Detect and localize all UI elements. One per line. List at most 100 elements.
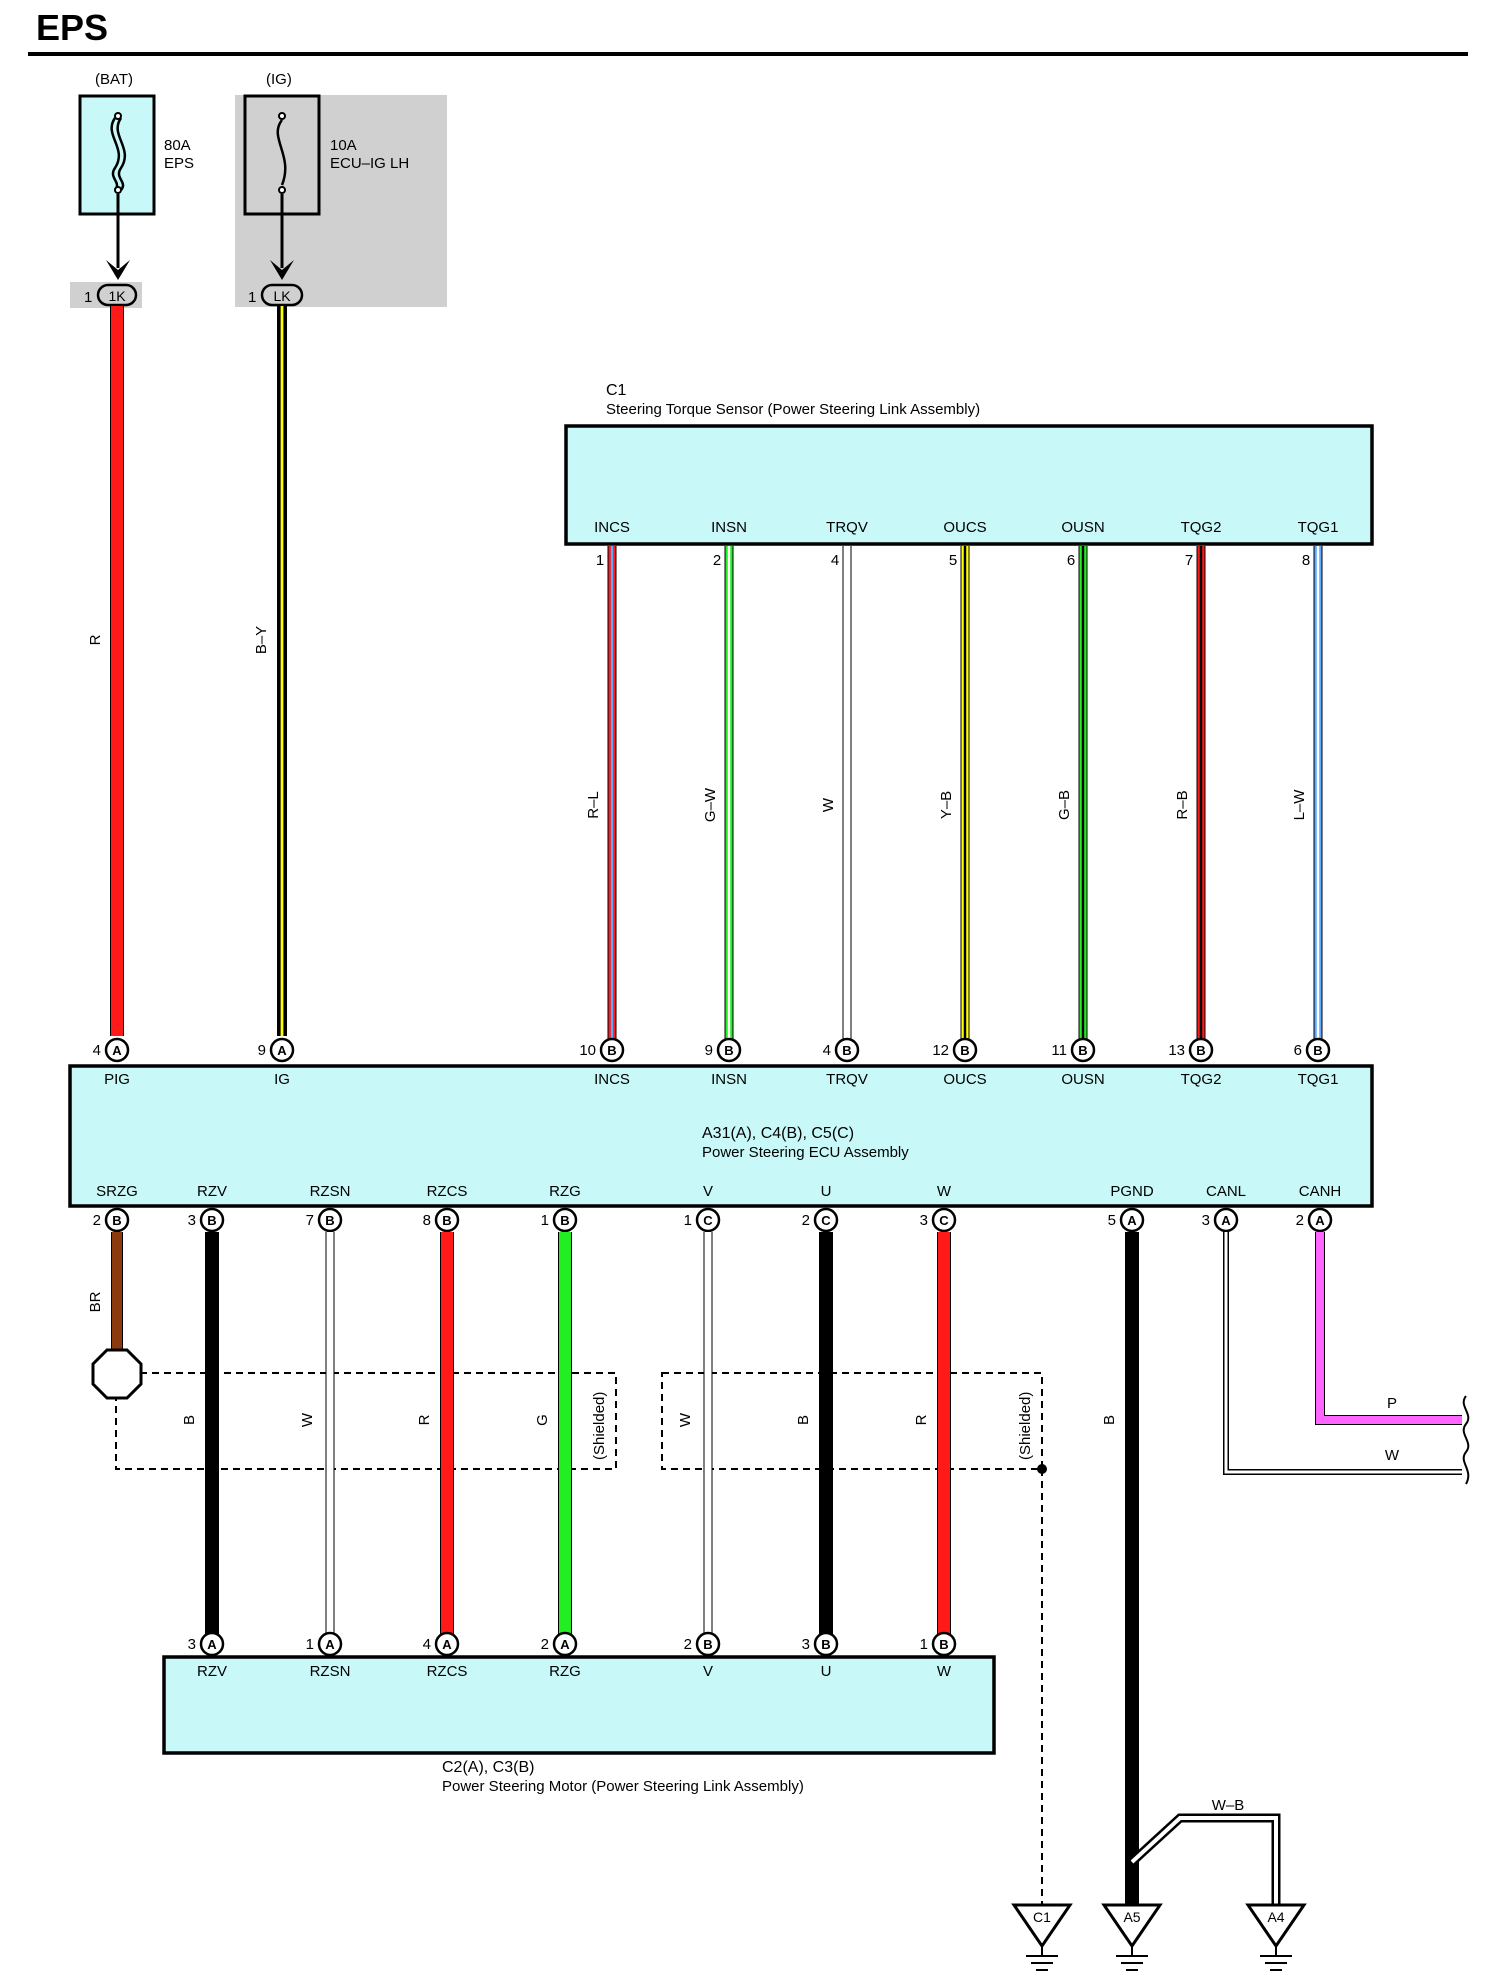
torque-sensor-code: C1: [606, 382, 627, 399]
motor-wire-label: G: [534, 1414, 551, 1426]
ig-fuse-pin-top: [278, 112, 286, 120]
ecu-box: [68, 1064, 1374, 1208]
ecu-bottom-terminal-pin: 1: [684, 1212, 692, 1229]
motor-terminal-conn: B: [939, 1637, 948, 1652]
ig-connector: [260, 283, 304, 307]
ecu-top-terminal-circle: [269, 1037, 295, 1063]
ecu-top-terminal-pin: 4: [93, 1042, 101, 1059]
motor-terminal-conn: A: [442, 1637, 452, 1652]
ig-fuse-rating: 10A: [330, 137, 357, 154]
ecu-top-terminal-conn: B: [1313, 1043, 1322, 1058]
motor-terminal-pin: 3: [188, 1636, 196, 1653]
motor-terminal-conn: A: [207, 1637, 217, 1652]
ecu-bottom-terminal-pin: 2: [802, 1212, 810, 1229]
ecu-bottom-terminal-conn: A: [1127, 1213, 1137, 1228]
ecu-bottom-terminal-circle: [434, 1207, 460, 1233]
bat-connector-pin: 1: [84, 289, 92, 306]
ig-connector-pin: 1: [248, 289, 256, 306]
ecu-bottom-label: CANH: [1299, 1183, 1342, 1200]
motor-terminal-circle: [552, 1631, 578, 1657]
ecu-bottom-terminal-conn: A: [1221, 1213, 1231, 1228]
ecu-bottom-terminal-conn: B: [112, 1213, 121, 1228]
ecu-bottom-terminal-circle: [552, 1207, 578, 1233]
ecu-top-terminal-pin: 13: [1168, 1042, 1185, 1059]
ecu-top-terminal-conn: B: [607, 1043, 616, 1058]
motor-terminal-label: RZSN: [310, 1663, 351, 1680]
sensor-terminal-label: INSN: [711, 519, 747, 536]
ecu-bottom-label: V: [703, 1183, 713, 1200]
ecu-top-terminal-conn: B: [1196, 1043, 1205, 1058]
motor-wire-label: R: [913, 1414, 930, 1425]
ecu-bottom-label: RZCS: [427, 1183, 468, 1200]
ecu-top-terminal-circle: [104, 1037, 130, 1063]
ecu-bottom-label: CANL: [1206, 1183, 1246, 1200]
ground-link-core: [1130, 1816, 1278, 1905]
sensor-wire-label: W: [820, 797, 837, 812]
canh-wire-outline: [1315, 1232, 1462, 1425]
sensor-wire-label: G–W: [702, 787, 719, 822]
ecu-bottom-terminal-pin: 3: [1202, 1212, 1210, 1229]
ecu-bottom-terminal-pin: 7: [306, 1212, 314, 1229]
motor-terminal-circle: [695, 1631, 721, 1657]
torque-sensor-name: Steering Torque Sensor (Power Steering L…: [606, 401, 980, 418]
ecu-bottom-terminal-pin: 1: [541, 1212, 549, 1229]
sensor-terminal-pin: 1: [596, 552, 604, 569]
pgnd-wire-label: B: [1101, 1415, 1118, 1425]
ecu-top-terminal-conn: A: [277, 1043, 287, 1058]
sensor-terminal-label: OUSN: [1061, 519, 1104, 536]
ground-code: A5: [1123, 1909, 1140, 1925]
ecu-bottom-terminal-conn: B: [560, 1213, 569, 1228]
ecu-bottom-terminal-pin: 8: [423, 1212, 431, 1229]
ecu-bottom-terminal-pin: 2: [93, 1212, 101, 1229]
motor-terminal-label: W: [937, 1663, 952, 1680]
ecu-top-terminal-circle: [1188, 1037, 1214, 1063]
ecu-bottom-terminal-circle: [1213, 1207, 1239, 1233]
srzg-wiring: BR: [87, 1232, 143, 1400]
ecu-bottom-terminal-conn: C: [939, 1213, 949, 1228]
ecu-top-label: INCS: [594, 1071, 630, 1088]
canh-wire-label: P: [1387, 1395, 1397, 1412]
ecu-top-terminal-pin: 9: [258, 1042, 266, 1059]
sensor-wire-label: R–L: [585, 791, 602, 819]
ecu-bottom-terminal-conn: B: [207, 1213, 216, 1228]
torque-sensor-wiring: INCS1R–LINSN2G–WTRQV4WOUCS5Y–BOUSN6G–BTQ…: [585, 519, 1338, 1040]
ecu-bottom-label: U: [821, 1183, 832, 1200]
motor-wire-label: B: [181, 1415, 198, 1425]
motor-terminal-circle: [931, 1631, 957, 1657]
motor-terminal-conn: B: [821, 1637, 830, 1652]
torque-sensor-box: [564, 424, 1374, 546]
shield-right-outline: [661, 1372, 1043, 1470]
ecu-top-terminal-conn: B: [842, 1043, 851, 1058]
motor-terminal-pin: 4: [423, 1636, 431, 1653]
ecu-bottom-label: W: [937, 1183, 952, 1200]
ecu-top-terminal-conn: B: [1078, 1043, 1087, 1058]
shield-ground-octagon: [91, 1348, 143, 1400]
sensor-wire-label: L–W: [1291, 789, 1308, 821]
ecu-bottom-label: PGND: [1110, 1183, 1154, 1200]
ecu-name: Power Steering ECU Assembly: [702, 1144, 909, 1161]
ig-fuse-pin-bottom: [278, 186, 286, 194]
sensor-terminal-pin: 6: [1067, 552, 1075, 569]
motor-terminal-conn: A: [325, 1637, 335, 1652]
ecu-bottom-terminal-conn: C: [703, 1213, 713, 1228]
ecu-bottom-terminal-pin: 3: [188, 1212, 196, 1229]
ecu-bottom-terminal-conn: B: [325, 1213, 334, 1228]
ig-fuse-name: ECU–IG LH: [330, 155, 409, 172]
shield-left-label: (Shielded): [591, 1392, 608, 1460]
ecu-top-label: INSN: [711, 1071, 747, 1088]
motor-terminal-circle: [813, 1631, 839, 1657]
motor-wire-label: W: [299, 1412, 316, 1427]
sensor-terminal-pin: 5: [949, 552, 957, 569]
shield-left-outline: [115, 1372, 617, 1470]
motor-terminal-pin: 1: [920, 1636, 928, 1653]
ecu-top-terminal-pin: 10: [579, 1042, 596, 1059]
ground-code: A4: [1267, 1909, 1284, 1925]
ground-triangle: [1101, 1903, 1163, 1949]
canl-wire-outline: [1223, 1232, 1462, 1475]
canh-wire-core: [1316, 1232, 1462, 1424]
bat-fuse-name: EPS: [164, 155, 194, 172]
